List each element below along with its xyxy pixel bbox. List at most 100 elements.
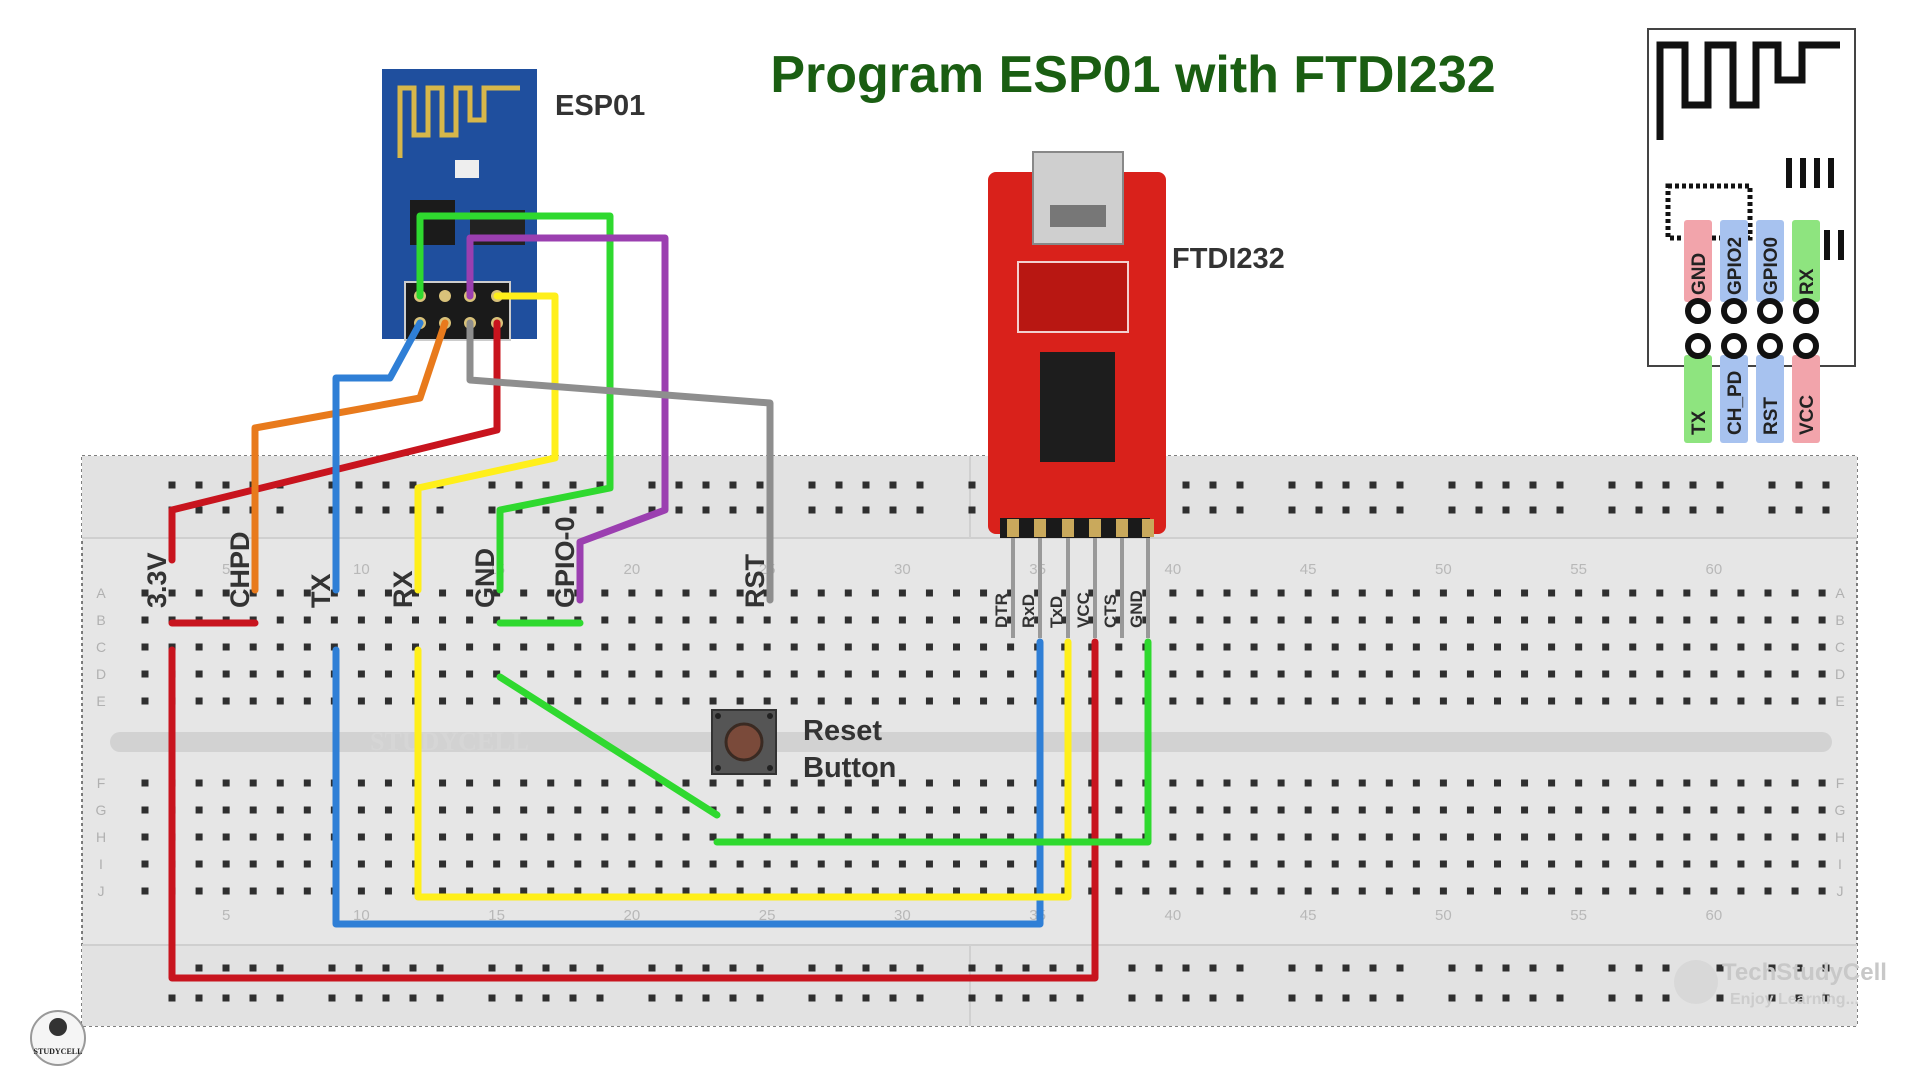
breadboard-hole <box>222 589 230 597</box>
breadboard-hole <box>1115 616 1123 624</box>
breadboard-hole <box>574 806 582 814</box>
breadboard-rail-hole <box>889 481 897 489</box>
ftdi-header-pins <box>1007 519 1154 638</box>
breadboard-hole <box>1250 616 1258 624</box>
breadboard-hole <box>817 697 825 705</box>
pinout-antenna-icon <box>1656 41 1840 140</box>
breadboard-rail-hole <box>1608 964 1616 972</box>
breadboard-hole <box>1710 697 1718 705</box>
breadboard-hole <box>871 887 879 895</box>
breadboard-hole <box>466 616 474 624</box>
breadboard-hole <box>1007 833 1015 841</box>
breadboard-hole <box>303 887 311 895</box>
breadboard-rail-hole <box>1768 481 1776 489</box>
breadboard-hole <box>1575 806 1583 814</box>
pinout-hole <box>1793 298 1819 324</box>
breadboard-rail-hole <box>1635 506 1643 514</box>
breadboard-rail-hole <box>1768 994 1776 1002</box>
breadboard-hole <box>1737 860 1745 868</box>
logo-circle <box>30 1010 86 1066</box>
breadboard-hole <box>790 860 798 868</box>
breadboard-hole <box>1710 589 1718 597</box>
wire-gpio0-purple <box>466 234 669 604</box>
breadboard-hole <box>1629 616 1637 624</box>
breadboard-row-letter: G <box>96 802 107 818</box>
breadboard-hole <box>628 643 636 651</box>
breadboard-hole <box>1521 670 1529 678</box>
pinout-tag <box>1684 355 1712 443</box>
breadboard-hole <box>655 670 663 678</box>
breadboard-hole <box>601 643 609 651</box>
breadboard-hole <box>682 833 690 841</box>
breadboard-row-letter: F <box>1836 775 1845 791</box>
breadboard-hole <box>1250 833 1258 841</box>
breadboard-hole <box>195 779 203 787</box>
breadboard-rail-hole <box>1448 964 1456 972</box>
breadboard-rail-hole <box>729 964 737 972</box>
pinout-tag <box>1792 355 1820 443</box>
breadboard-row-letter: E <box>96 693 105 709</box>
reset-button <box>711 709 777 775</box>
breadboard-hole <box>628 860 636 868</box>
breadboard-hole <box>1169 887 1177 895</box>
breadboard-hole <box>384 833 392 841</box>
breadboard-hole <box>574 860 582 868</box>
breadboard-hole <box>1575 887 1583 895</box>
breadboard-hole <box>601 779 609 787</box>
breadboard-row-letter: E <box>1835 693 1844 709</box>
pinout-tag <box>1756 355 1784 443</box>
breadboard-hole <box>1791 806 1799 814</box>
breadboard-rail-hole <box>1182 964 1190 972</box>
breadboard-hole <box>303 670 311 678</box>
breadboard-hole <box>1439 643 1447 651</box>
breadboard-hole <box>1331 779 1339 787</box>
breadboard-row-letter: J <box>98 883 105 899</box>
breadboard-rail-hole <box>222 481 230 489</box>
breadboard-hole <box>1115 833 1123 841</box>
breadboard-rail-hole <box>1049 964 1057 972</box>
breadboard-hole <box>1331 833 1339 841</box>
breadboard-rail-hole <box>1236 964 1244 972</box>
breadboard-hole <box>601 697 609 705</box>
breadboard-rail-hole <box>488 994 496 1002</box>
breadboard-hole <box>980 616 988 624</box>
breadboard-hole <box>1548 697 1556 705</box>
wire-rst-gray <box>466 319 774 604</box>
breadboard-rail-hole <box>515 994 523 1002</box>
breadboard-rail-hole <box>1236 481 1244 489</box>
breadboard-rail-hole <box>596 964 604 972</box>
breadboard-hole <box>1521 643 1529 651</box>
breadboard-hole <box>520 779 528 787</box>
breadboard-hole <box>1169 616 1177 624</box>
breadboard-hole <box>1385 887 1393 895</box>
breadboard-hole <box>980 860 988 868</box>
breadboard-rail-hole <box>995 994 1003 1002</box>
breadboard-rail-hole <box>1556 481 1564 489</box>
breadboard-hole <box>412 589 419 597</box>
breadboard-hole <box>1656 670 1664 678</box>
breadboard-hole <box>736 833 744 841</box>
breadboard-rail-hole <box>1342 994 1350 1002</box>
breadboard-hole <box>925 616 933 624</box>
breadboard-hole <box>1196 806 1204 814</box>
breadboard-rail-hole <box>1502 964 1510 972</box>
breadboard-hole <box>1250 806 1258 814</box>
breadboard-rail-hole <box>1475 506 1483 514</box>
breadboard-hole <box>1412 616 1420 624</box>
breadboard-hole <box>655 779 663 787</box>
breadboard-column-number: 55 <box>1570 907 1587 924</box>
breadboard-hole <box>736 589 744 597</box>
breadboard-rail-hole <box>1396 506 1404 514</box>
breadboard-row-letter: A <box>1835 585 1845 601</box>
breadboard-hole <box>141 833 149 841</box>
breadboard-hole <box>980 697 988 705</box>
breadboard-hole <box>1331 670 1339 678</box>
breadboard-rail-hole <box>569 994 577 1002</box>
breadboard-hole <box>439 670 447 678</box>
wire-rx-yellow <box>414 292 559 594</box>
breadboard-rail-hole <box>1209 964 1217 972</box>
breadboard-hole <box>790 833 798 841</box>
breadboard-hole <box>1223 589 1231 597</box>
breadboard-hole <box>1196 670 1204 678</box>
breadboard-hole <box>384 616 392 624</box>
